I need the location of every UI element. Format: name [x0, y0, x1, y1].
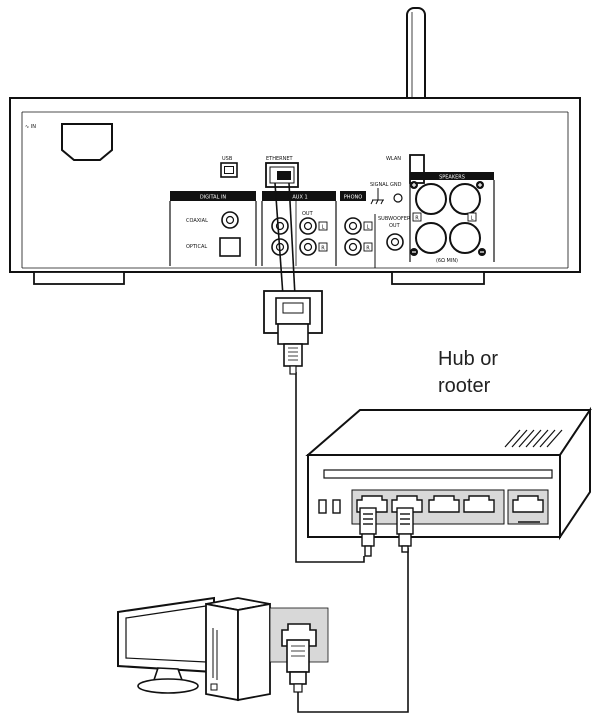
speaker-terminal-left-minus: [449, 222, 481, 254]
phono-left-jack: [344, 217, 362, 235]
minus-icon: [410, 248, 418, 256]
phono-label: PHONO: [344, 195, 362, 201]
speaker-right-marker: R: [415, 216, 419, 222]
optical-label: OPTICAL: [186, 244, 207, 250]
speaker-terminal-left-plus: [449, 183, 481, 215]
hub-label-line1: Hub or: [438, 348, 498, 370]
ethernet-cable-device-hub: [274, 182, 365, 563]
wlan-label: WLAN: [386, 156, 401, 162]
speaker-terminal-right-plus: [415, 183, 447, 215]
ground-icon: [370, 188, 384, 205]
plus-icon: [476, 181, 484, 189]
signal-gnd-label: SIGNAL GND: [370, 182, 402, 188]
digital-in-header: [170, 191, 256, 201]
aux1-out-label: OUT: [302, 211, 314, 217]
computer-monitor: [117, 596, 215, 694]
aux1-left-marker: L: [322, 225, 325, 231]
aux1-in-left-jack: [271, 217, 289, 235]
ethernet-label: ETHERNET: [266, 156, 294, 162]
network-hub: [305, 406, 592, 557]
signal-gnd-terminal: [393, 193, 403, 203]
coaxial-jack: [221, 211, 239, 229]
usb-label: USB: [222, 156, 233, 162]
aux1-label: AUX 1: [292, 195, 307, 201]
aux1-right-marker: R: [321, 246, 325, 252]
ethernet-port-computer: [269, 607, 329, 693]
plus-icon: [410, 181, 418, 189]
ac-inlet: [61, 123, 113, 161]
digital-in-label: DIGITAL IN: [200, 195, 227, 201]
speaker-left-marker: L: [471, 216, 474, 222]
device-foot-right: [391, 271, 485, 285]
computer-tower: [205, 597, 271, 702]
speakers-label: SPEAKERS: [439, 175, 465, 181]
minus-icon: [478, 248, 486, 256]
speaker-terminal-right-minus: [415, 222, 447, 254]
hub-label-line2: rooter: [438, 375, 491, 397]
aux1-out-left-jack: [299, 217, 317, 235]
speakers-ohms-label: (6Ω MIN): [436, 258, 458, 264]
device-foot-left: [33, 271, 125, 285]
optical-port: [219, 237, 241, 257]
phono-right-marker: R: [366, 246, 370, 252]
aux1-out-right-jack: [299, 238, 317, 256]
subwoofer-label: SUBWOOFER: [378, 216, 411, 222]
ethernet-cable-hub-pc: [297, 548, 409, 713]
coaxial-label: COAXIAL: [186, 218, 208, 224]
aux1-header: [262, 191, 336, 201]
phono-left-marker: L: [367, 225, 370, 231]
subwoofer-out-jack: [386, 233, 404, 251]
phono-header: [340, 191, 366, 201]
phono-right-jack: [344, 238, 362, 256]
ac-in-label: ∿ IN: [25, 124, 36, 130]
speakers-header: [410, 172, 494, 180]
ethernet-plug-device: [263, 290, 323, 375]
subwoofer-out-label: OUT: [389, 223, 401, 229]
